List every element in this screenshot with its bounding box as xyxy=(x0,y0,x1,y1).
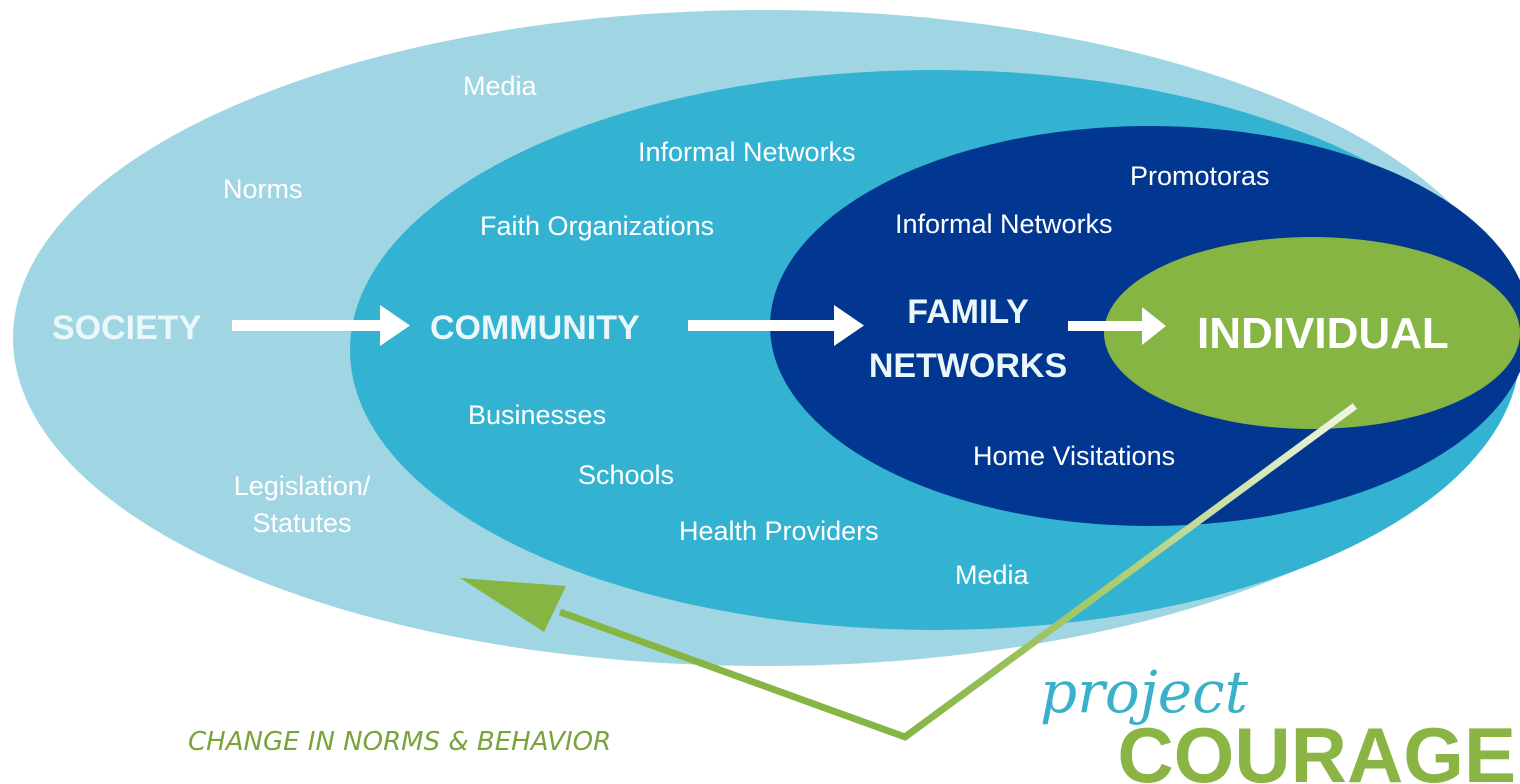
family-label-line1: FAMILY xyxy=(907,293,1029,331)
tagline: CHANGE IN NORMS & BEHAVIOR xyxy=(188,727,611,757)
community-faith-organizations: Faith Organizations xyxy=(480,211,714,241)
logo-script-text: project xyxy=(1040,658,1249,726)
return-arrow-shaft xyxy=(558,403,1358,741)
arrow-community-to-family xyxy=(688,305,864,346)
society-legislation-line1: Legislation/ xyxy=(234,471,371,501)
individual-label: INDIVIDUAL xyxy=(1197,309,1449,358)
society-media: Media xyxy=(463,71,538,101)
individual-ellipse xyxy=(1104,237,1520,429)
community-health-providers: Health Providers xyxy=(679,516,879,546)
community-businesses: Businesses xyxy=(468,400,606,430)
logo-word-text: COURAGE xyxy=(1117,711,1516,784)
community-label: COMMUNITY xyxy=(430,309,640,347)
family-home-visitations: Home Visitations xyxy=(973,441,1175,471)
arrow-family-to-individual xyxy=(1068,307,1166,345)
family-informal-networks: Informal Networks xyxy=(895,209,1113,239)
community-schools: Schools xyxy=(578,460,674,490)
family-label-line2: NETWORKS xyxy=(869,347,1067,385)
society-legislation-line2: Statutes xyxy=(252,508,351,538)
family-promotoras: Promotoras xyxy=(1130,161,1270,191)
society-norms: Norms xyxy=(223,174,303,204)
arrow-society-to-community xyxy=(232,305,410,346)
return-arrow-head xyxy=(460,578,566,632)
community-informal-networks: Informal Networks xyxy=(638,137,856,167)
project-courage-logo: project COURAGE xyxy=(1040,658,1516,784)
community-media: Media xyxy=(955,560,1030,590)
society-label: SOCIETY xyxy=(52,309,202,347)
